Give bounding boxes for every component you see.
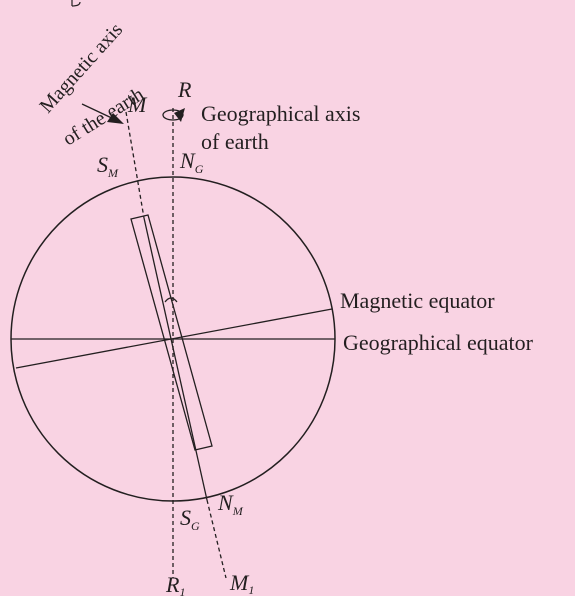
magnetic-axis-line-bottom <box>206 499 227 579</box>
label-N-G: NG <box>179 148 204 176</box>
magnetic-axis-pointer-arrow <box>81 103 124 124</box>
label-S-G: SG <box>180 505 200 533</box>
label-R-1: R1 <box>165 572 185 596</box>
rotation-arrow-icon <box>162 108 185 122</box>
label-S-M: SM <box>97 152 119 180</box>
label-N-M: NM <box>217 490 244 518</box>
declination-angle-arc <box>164 297 178 303</box>
magnetic-axis-line-top <box>125 111 145 219</box>
label-M-1: M1 <box>229 570 254 596</box>
label-M: M <box>127 92 148 117</box>
magnetic-axis-line <box>143 217 208 501</box>
geographical-equator-label: Geographical equator <box>343 330 534 355</box>
geographical-axis-label-line2: of earth <box>201 129 269 154</box>
magnetic-equator-line <box>15 308 333 369</box>
label-R: R <box>177 77 192 102</box>
clipped-text-fragment <box>71 0 81 7</box>
geographical-axis-label-line1: Geographical axis <box>201 101 360 126</box>
magnetic-equator-label: Magnetic equator <box>340 288 495 313</box>
bar-magnet <box>130 214 213 451</box>
